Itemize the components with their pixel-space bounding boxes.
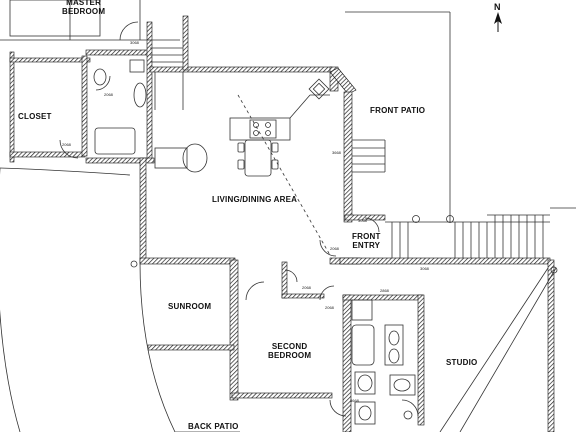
door-tag: 2068	[62, 142, 71, 147]
door-tag: 2068	[104, 92, 113, 97]
room-label-studio: STUDIO	[446, 358, 478, 367]
door-tag: 3668	[332, 150, 341, 155]
door-tag: 2868	[380, 288, 389, 293]
room-label-master-bedroom: MASTER BEDROOM	[62, 0, 106, 16]
door-tag: 3068	[420, 266, 429, 271]
room-label-back-patio: BACK PATIO	[188, 422, 239, 431]
door-tag: 2068	[302, 285, 311, 290]
room-label-closet: CLOSET	[18, 112, 52, 121]
room-label-front-entry: FRONT ENTRY	[352, 232, 381, 250]
room-label-sunroom: SUNROOM	[168, 302, 212, 311]
door-tag: 3068	[358, 218, 367, 223]
room-label-front-patio: FRONT PATIO	[370, 106, 426, 115]
walls	[9, 15, 555, 432]
door-tag: 2068	[330, 246, 339, 251]
north-label: N	[494, 2, 501, 12]
room-label-living-dining: LIVING/DINING AREA	[212, 195, 298, 204]
north-arrow-icon	[494, 12, 502, 32]
room-label-second-bedroom: SECOND BEDROOM	[268, 342, 312, 360]
door-tag: 3668	[350, 398, 359, 403]
door-tag: 2068	[325, 305, 334, 310]
door-tag: 3068	[130, 40, 139, 45]
